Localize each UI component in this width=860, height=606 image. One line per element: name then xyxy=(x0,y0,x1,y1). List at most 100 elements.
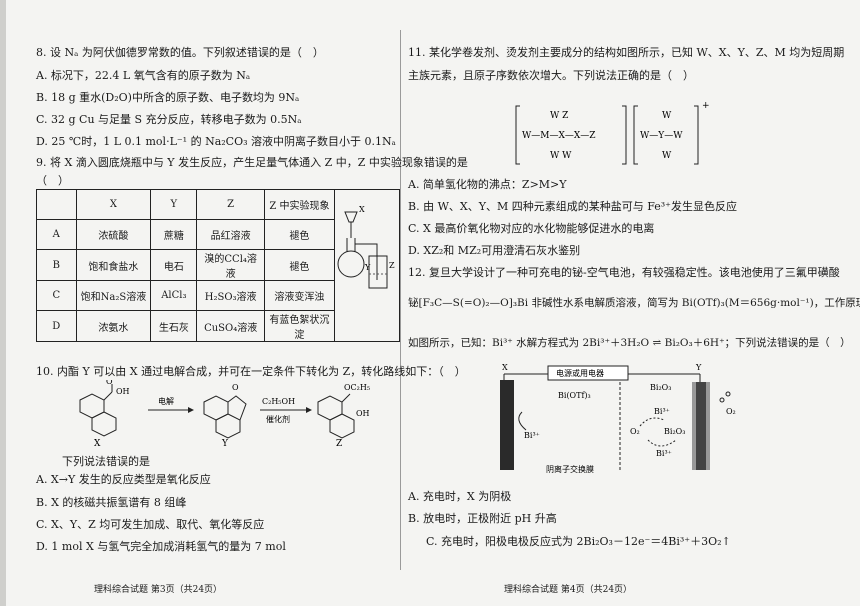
table-row: D 浓氨水 生石灰 CuSO₄溶液 有蓝色絮状沉淀 xyxy=(36,310,400,342)
q8-option-d: D. 25 ℃时，1 L 0.1 mol·L⁻¹ 的 Na₂CO₃ 溶液中阴离子… xyxy=(36,135,396,148)
table-cell: Y xyxy=(150,189,198,220)
arrow2-top-label: C₂H₅OH xyxy=(262,397,295,406)
electrode-x xyxy=(500,380,514,470)
table-cell: 生石灰 xyxy=(150,310,198,342)
q9-paren: （ ） xyxy=(36,174,69,187)
q11-option-d: D. XZ₂和 MZ₂可用澄清石灰水鉴别 xyxy=(408,244,581,257)
table-cell: 褪色 xyxy=(263,219,335,250)
struct-charge: + xyxy=(702,101,710,111)
table-cell: 溴的CCl₄溶液 xyxy=(196,249,265,281)
table-cell: A xyxy=(36,219,77,250)
table-header-row: X Y Z Z 中实验现象 X Y Z xyxy=(36,189,401,342)
q9-stem: 9. 将 X 滴入圆底烧瓶中与 Y 发生反应，产生足量气体通入 Z 中，Z 中实… xyxy=(36,156,468,169)
apparatus-cell: X Y Z xyxy=(333,189,401,342)
table-cell: 蔗糖 xyxy=(150,219,198,250)
q11-structure: W Z W—M—X—X—Z W W W W—Y—W W + xyxy=(515,101,710,165)
o2-outer-label: O₂ xyxy=(726,407,736,416)
q12-stem-1: 12. 复旦大学设计了一种可充电的铋-空气电池，有较强稳定性。该电池使用了三氟甲… xyxy=(408,266,840,279)
q9-table: X Y Z Z 中实验现象 X Y Z xyxy=(36,189,401,342)
bi2o3-mid-label: Bi₂O₃ xyxy=(664,427,685,436)
right-column: 11. 某化学卷发剂、烫发剂主要成分的结构如图所示，已知 W、X、Y、Z、M 均… xyxy=(404,0,860,606)
y-o-label: O xyxy=(232,383,239,392)
q11-option-b: B. 由 W、X、Y、M 四种元素组成的某种盐可与 Fe³⁺发生显色反应 xyxy=(408,200,737,213)
struct-left-mid: W—M—X—X—Z xyxy=(522,131,596,141)
scan-edge xyxy=(0,0,6,606)
q12-option-b: B. 放电时，正极附近 pH 升高 xyxy=(408,512,557,525)
q10-option-c: C. X、Y、Z 均可发生加成、取代、氧化等反应 xyxy=(36,518,265,531)
struct-right-mid: W—Y—W xyxy=(640,131,683,141)
o2-inner-label: O₂ xyxy=(630,427,640,436)
apparatus-label-y: Y xyxy=(364,263,371,272)
q12-stem-3: 如图所示，已知：Bi³⁺ 水解方程式为 2Bi³⁺＋3H₂O ⇌ Bi₂O₃＋6… xyxy=(408,337,851,349)
bi3-bottom-label: Bi³⁺ xyxy=(656,449,672,458)
table-cell: Z xyxy=(196,189,265,220)
arrow1-label: 电解 xyxy=(158,396,174,406)
electrode-y-label: Y xyxy=(695,363,702,372)
struct-right-top: W xyxy=(662,111,672,121)
table-cell: D xyxy=(36,310,77,342)
table-cell: C xyxy=(36,280,77,311)
table-cell: X xyxy=(75,189,152,220)
q10-option-b: B. X 的核磁共振氢谱有 8 组峰 xyxy=(36,496,187,509)
q12-battery-diagram: X Y 电源或用电器 Bi(OTf)₃ Bi³⁺ Bi₂O₃ Bi³⁺ O₂ B… xyxy=(500,363,736,474)
q11-stem-1: 11. 某化学卷发剂、烫发剂主要成分的结构如图所示，已知 W、X、Y、Z、M 均… xyxy=(408,46,845,59)
bi3-left-label: Bi³⁺ xyxy=(524,431,540,440)
right-footer: 理科综合试题 第4页（共24页） xyxy=(504,585,633,595)
bi-otf-label: Bi(OTf)₃ xyxy=(558,391,591,400)
label-y: Y xyxy=(221,439,229,449)
table-cell: 溶液变浑浊 xyxy=(263,280,335,311)
struct-left-bot: W W xyxy=(550,151,572,161)
left-footer: 理科综合试题 第3页（共24页） xyxy=(94,585,223,595)
q11-option-c: C. X 最高价氧化物对应的水化物能够促进水的电离 xyxy=(408,222,655,235)
q8-option-c: C. 32 g Cu 与足量 S 充分反应，转移电子数为 0.5Nₐ xyxy=(36,113,302,126)
struct-left-top: W Z xyxy=(550,111,568,121)
apparatus-diagram: X Y Z xyxy=(337,205,395,289)
q8-option-a: A. 标况下，22.4 L 氧气含有的原子数为 Nₐ xyxy=(36,69,251,82)
electrode-y xyxy=(696,382,706,470)
table-cell: 有蓝色絮状沉淀 xyxy=(263,310,335,342)
label-z: Z xyxy=(336,439,342,449)
q11-option-a: A. 简单氢化物的沸点：Z>M>Y xyxy=(408,178,567,191)
z-oc2h5-label: OC₂H₅ xyxy=(344,383,370,392)
table-cell: 褪色 xyxy=(263,249,335,281)
bi2o3-top-label: Bi₂O₃ xyxy=(650,383,671,392)
table-cell: 电石 xyxy=(150,249,198,281)
q12-option-a: A. 充电时，X 为阴极 xyxy=(408,490,512,503)
q12-stem-2: 铋[F₃C—S(=O)₂—O]₃Bi 非碱性水系电解质溶液，简写为 Bi(OTf… xyxy=(408,297,860,309)
apparatus-label-z: Z xyxy=(389,261,395,270)
struct-right-bot: W xyxy=(662,151,672,161)
table-row: C 饱和Na₂S溶液 AlCl₃ H₂SO₃溶液 溶液变浑浊 xyxy=(36,280,400,311)
table-cell: AlCl₃ xyxy=(150,280,198,311)
q10-option-a: A. X→Y 发生的反应类型是氧化反应 xyxy=(36,473,211,486)
table-cell: B xyxy=(36,249,77,281)
table-cell: 品红溶液 xyxy=(196,219,265,250)
q8-stem: 8. 设 Nₐ 为阿伏伽德罗常数的值。下列叙述错误的是（ ） xyxy=(36,46,324,59)
q10-stem: 10. 内酯 Y 可以由 X 通过电解合成，并可在一定条件下转化为 Z，转化路线… xyxy=(36,365,466,378)
table-cell: 饱和Na₂S溶液 xyxy=(75,280,152,311)
apparatus-label-x: X xyxy=(359,205,365,214)
column-divider xyxy=(400,30,401,570)
table-cell: Z 中实验现象 xyxy=(263,189,335,220)
q11-stem-2: 主族元素，且原子序数依次增大。下列说法正确的是（ ） xyxy=(408,69,694,82)
table-cell xyxy=(36,189,77,220)
left-column: 8. 设 Nₐ 为阿伏伽德罗常数的值。下列叙述错误的是（ ） A. 标况下，22… xyxy=(0,0,468,606)
power-box-label: 电源或用电器 xyxy=(556,368,604,378)
bi3-mid-label: Bi³⁺ xyxy=(654,407,670,416)
q10-reaction-scheme: OH O X 电解 O Y C₂H₅OH 催化剂 OC₂H₅ OH Z xyxy=(79,380,370,449)
label-x: X xyxy=(94,439,101,449)
q12-option-c: C. 充电时，阳极电极反应式为 2Bi₂O₃－12e⁻＝4Bi³⁺＋3O₂↑ xyxy=(426,535,731,548)
x-o-label: O xyxy=(106,380,113,386)
q10-option-d: D. 1 mol X 与氢气完全加成消耗氢气的量为 7 mol xyxy=(36,540,286,553)
table-row: A 浓硫酸 蔗糖 品红溶液 褪色 xyxy=(36,219,400,250)
q10-prompt: 下列说法错误的是 xyxy=(62,455,150,468)
x-oh-label: OH xyxy=(116,387,130,396)
membrane-label: 阴离子交换膜 xyxy=(546,464,594,474)
table-cell: 饱和食盐水 xyxy=(75,249,152,281)
arrow2-bottom-label: 催化剂 xyxy=(266,414,290,424)
z-oh-label: OH xyxy=(356,409,370,418)
electrode-x-label: X xyxy=(502,363,508,372)
q8-option-b: B. 18 g 重水(D₂O)中所含的原子数、电子数均为 9Nₐ xyxy=(36,91,300,104)
table-cell: CuSO₄溶液 xyxy=(196,310,265,342)
table-cell: 浓氨水 xyxy=(75,310,152,342)
table-cell: H₂SO₃溶液 xyxy=(196,280,265,311)
